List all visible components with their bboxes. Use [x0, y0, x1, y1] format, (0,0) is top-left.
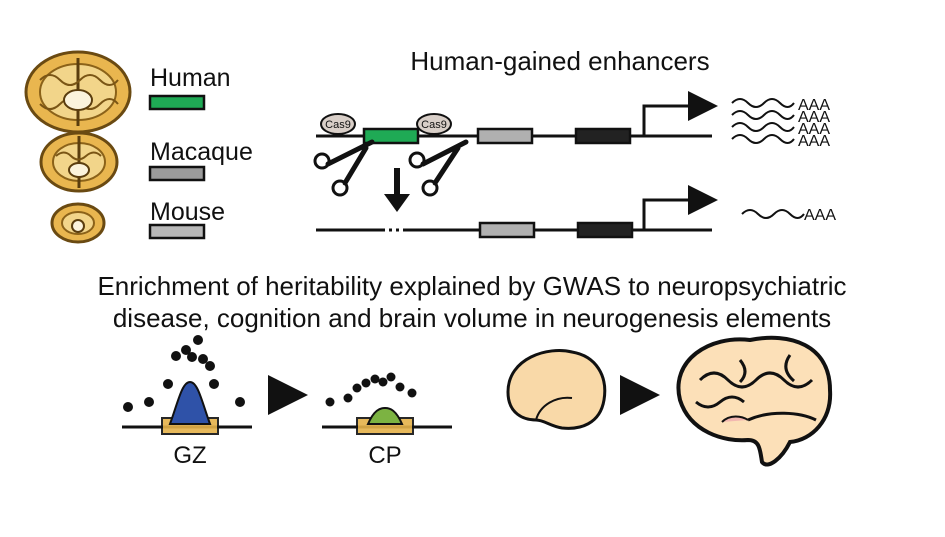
- cp-peak-diagram: CP: [322, 372, 452, 469]
- adult-brain-icon: [676, 335, 833, 467]
- region-label-cp: CP: [368, 442, 401, 469]
- legend-swatch-human: [148, 94, 206, 111]
- scissors-icon: [408, 139, 469, 197]
- human-brain-icon: [24, 50, 132, 134]
- enhancer-element-gray: [478, 221, 536, 239]
- cas9-label-right: Cas9: [421, 119, 447, 131]
- bottom-title-line1: Enrichment of heritability explained by …: [97, 271, 846, 301]
- legend-label-human: Human: [150, 64, 231, 92]
- cas9-right: Cas9: [416, 113, 452, 135]
- mrna-high: AAA AAA AAA AAA: [731, 97, 830, 150]
- promoter-element: [576, 221, 634, 239]
- legend-swatch-macaque: [148, 165, 206, 182]
- gz-peak-diagram: GZ: [122, 335, 252, 469]
- promoter-element: [574, 127, 632, 145]
- human-enhancer-element: [362, 127, 420, 145]
- polya-label: AAA: [798, 121, 830, 138]
- polya-label: AAA: [798, 109, 830, 126]
- scissors-icon: [313, 139, 375, 197]
- cas9-label-left: Cas9: [325, 119, 351, 131]
- polya-label: AAA: [798, 97, 830, 114]
- legend-label-mouse: Mouse: [150, 198, 225, 226]
- legend-label-macaque: Macaque: [150, 138, 253, 166]
- top-panel-title: Human-gained enhancers: [410, 46, 709, 76]
- deletion-arrowhead: [384, 194, 410, 212]
- transcription-start-arrow: [642, 91, 718, 136]
- macaque-brain-icon: [39, 131, 119, 193]
- mouse-brain-icon: [50, 202, 106, 244]
- transcription-start-arrow: [642, 185, 718, 230]
- bottom-title-line2: disease, cognition and brain volume in n…: [113, 303, 831, 333]
- enhancer-element-gray: [476, 127, 534, 145]
- fetal-brain-icon: [506, 349, 607, 430]
- polya-label: AAA: [804, 207, 836, 224]
- legend-swatch-mouse: [148, 223, 206, 240]
- mrna-low: AAA: [741, 207, 836, 224]
- polya-label: AAA: [798, 133, 830, 150]
- cas9-left: Cas9: [320, 113, 356, 135]
- region-label-gz: GZ: [173, 442, 206, 469]
